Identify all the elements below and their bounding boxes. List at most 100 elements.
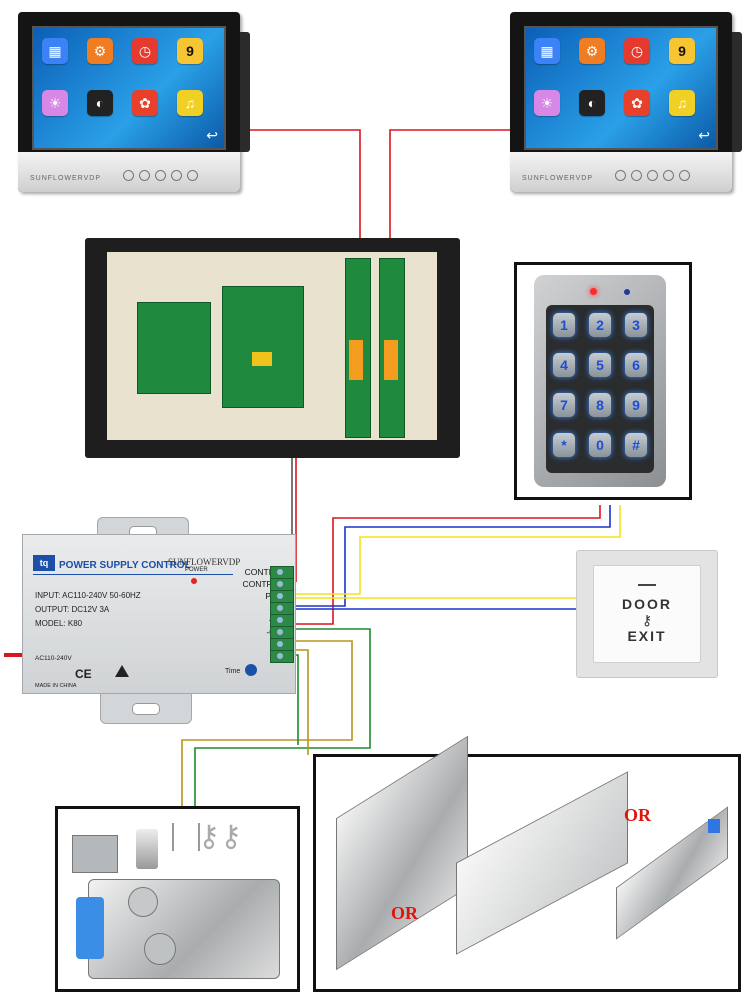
relay-orange-right [384,340,398,380]
back-arrow-icon: ↩ [698,127,710,143]
made-in-label: MADE IN CHINA [35,683,77,689]
ce-mark: CE [75,667,92,681]
monitor-button-1 [123,170,134,181]
time-adjust-knob-icon [245,664,257,676]
key-7: 7 [553,393,575,417]
door-exit-button: DOOR ⚷ EXIT [576,550,718,678]
wire-keypad-red [292,505,601,625]
lock-options-box: OR OR [313,735,741,992]
terminal-label-control-minus: CONTROL- [244,567,289,577]
monitor-side-panel [732,32,742,152]
psu-brand-label: SUNFLOWERVDP [168,557,241,567]
monitor-button-1 [615,170,626,181]
psu-logo-icon: tq [33,555,55,571]
terminal-label-control-plus: CONTROL+ [242,579,289,589]
mount-hole [132,703,160,715]
key-6: 6 [625,353,647,377]
lock-cover-blue [76,897,104,959]
music-app-icon: ♫ [669,90,695,116]
calendar-app-icon: 9 [177,38,203,64]
or-label-1: OR [391,903,418,923]
brightness-app-icon: ☀ [534,90,560,116]
electric-strike-lock [336,735,468,971]
lock-keyhole [144,933,176,965]
monitor-button-2 [631,170,642,181]
monitor-button-5 [679,170,690,181]
access-keypad: 1 2 3 4 5 6 7 8 9 * 0 # [534,275,666,487]
wire-no-olive [292,649,309,755]
status-led-red [590,288,597,295]
monitor-screen: ▦ ⚙ ◷ 9 ☀ ◐ ✿ ♫ ↩ [524,26,718,150]
psu-title: POWER SUPPLY CONTROL [59,560,191,571]
back-arrow-icon: ↩ [206,127,218,143]
keypad-frame [514,262,692,500]
monitor-screen: ▦ ⚙ ◷ 9 ☀ ◐ ✿ ♫ ↩ [32,26,226,150]
keypad-face: 1 2 3 4 5 6 7 8 9 * 0 # [546,305,654,473]
distributor-controller-box [85,238,460,458]
status-led-blue [624,289,630,295]
key-9: 9 [625,393,647,417]
key-3: 3 [625,313,647,337]
terminal-block-1 [270,566,294,579]
terminal-block-8 [270,650,294,663]
monitor-button-3 [155,170,166,181]
photo-app-icon: ▦ [534,38,560,64]
mounting-bracket-icon [72,835,118,873]
bolt-lock-blue-cap [708,819,720,833]
warning-triangle-icon [115,665,129,677]
key-1: 1 [553,313,575,337]
palette-app-icon: ✿ [132,90,158,116]
contrast-app-icon: ◐ [579,90,605,116]
psu-title-underline [33,574,233,575]
lock-cylinder-icon [136,829,158,869]
relay-orange-left [349,340,363,380]
calendar-day-label: 9 [678,43,686,59]
power-supply-control-unit: SUNFLOWERVDP tq POWER SUPPLY CONTROL POW… [22,534,296,694]
clock-app-icon: ◷ [624,38,650,64]
exit-button-top-mark [638,584,656,586]
electric-lock-box: ⚷⚷ [55,806,300,992]
or-label-2: OR [624,805,651,825]
calendar-day-label: 9 [186,43,194,59]
key-hash: # [625,433,647,457]
monitor-side-panel [240,32,250,152]
key-icon: ⚷ [641,612,653,628]
settings-app-icon: ⚙ [579,38,605,64]
photo-app-icon: ▦ [42,38,68,64]
wire-com-green [194,628,371,806]
psu-output-spec: OUTPUT: DC12V 3A [35,605,110,614]
contrast-app-icon: ◐ [87,90,113,116]
psu-model: MODEL: K80 [35,619,83,628]
wire-nc-olive [181,640,353,806]
indoor-monitor-right: ▦ ⚙ ◷ 9 ☀ ◐ ✿ ♫ ↩ SUNFLOWERVDP [510,12,742,192]
palette-app-icon: ✿ [624,90,650,116]
key-0: 0 [589,433,611,457]
exit-line2: EXIT [627,628,667,644]
monitor-button-4 [663,170,674,181]
main-circuit-board [137,302,211,394]
relay-yellow [252,352,272,366]
screws-icon [172,823,200,851]
key-5: 5 [589,353,611,377]
keys-icon: ⚷⚷ [198,820,242,853]
lock-knob [128,887,158,917]
monitor-button-4 [171,170,182,181]
monitor-button-3 [647,170,658,181]
monitor-brand-label: SUNFLOWERVDP [522,175,593,182]
key-4: 4 [553,353,575,377]
key-8: 8 [589,393,611,417]
psu-input-spec: INPUT: AC110-240V 50-60HZ [35,591,141,600]
controller-backplate [107,252,437,440]
magnetic-lock [456,771,628,955]
clock-app-icon: ◷ [132,38,158,64]
wire-keypad-blue [292,505,611,607]
monitor-bezel-bottom: SUNFLOWERVDP [510,152,732,192]
indoor-monitor-left: ▦ ⚙ ◷ 9 ☀ ◐ ✿ ♫ ↩ SUNFLOWERVDP [18,12,250,192]
monitor-brand-label: SUNFLOWERVDP [30,175,101,182]
key-2: 2 [589,313,611,337]
monitor-button-5 [187,170,198,181]
brightness-app-icon: ☀ [42,90,68,116]
music-app-icon: ♫ [177,90,203,116]
psu-ac-label: AC110-240V [35,655,72,662]
